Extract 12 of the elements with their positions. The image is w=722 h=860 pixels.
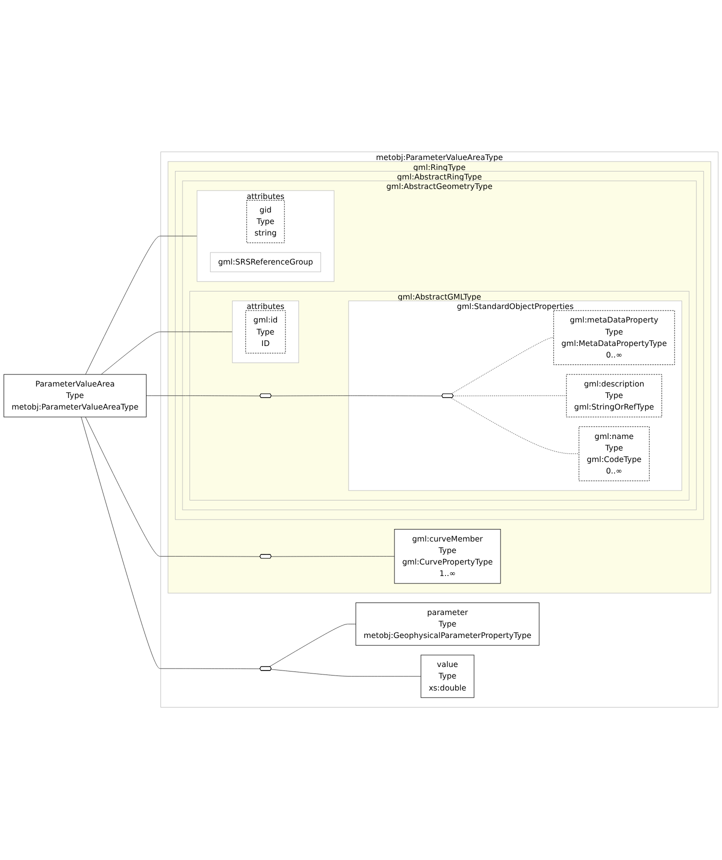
connector [271, 556, 395, 558]
connector [450, 398, 580, 454]
connector [271, 396, 442, 397]
connector [80, 417, 260, 670]
connector [85, 236, 198, 376]
connector [270, 670, 422, 677]
connector [453, 396, 567, 397]
connector [85, 417, 260, 558]
connector [100, 332, 233, 376]
connector [268, 624, 356, 668]
connector [450, 338, 554, 395]
connector [146, 396, 260, 397]
